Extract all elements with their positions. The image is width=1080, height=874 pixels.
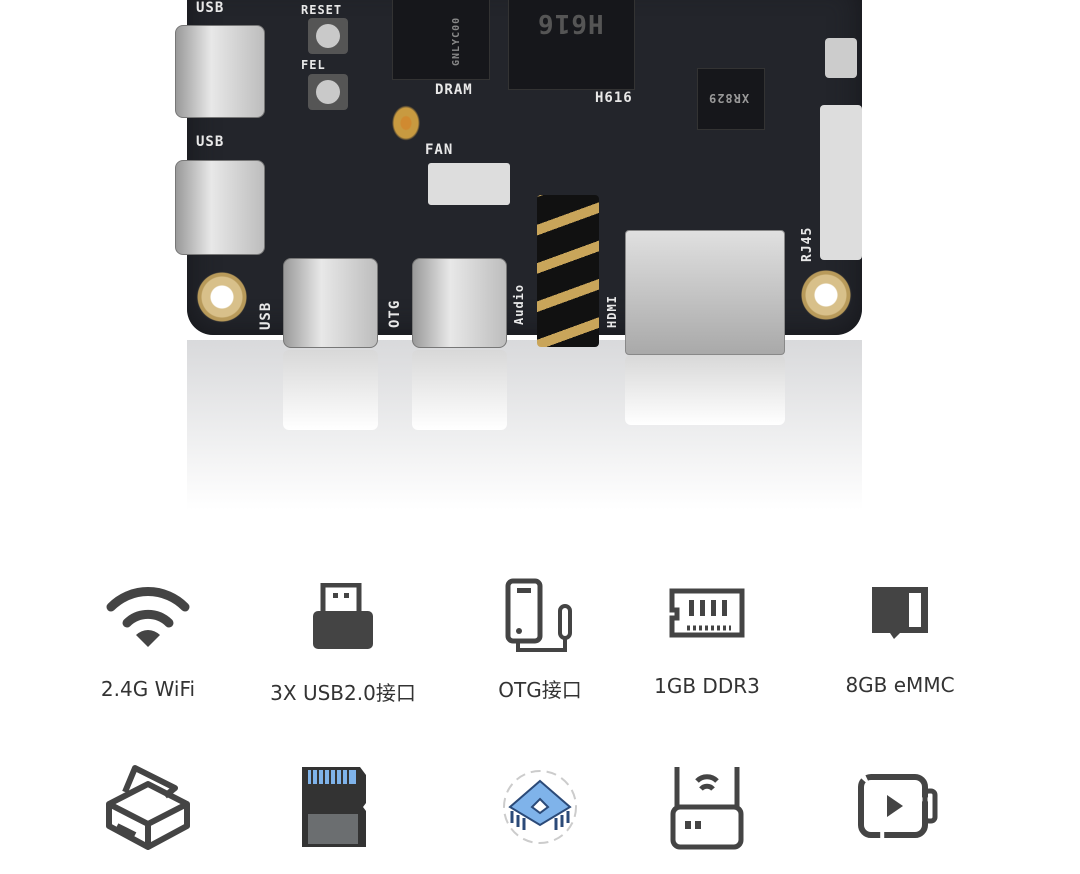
- hdmi-port: [625, 230, 785, 355]
- emmc-card-icon: [872, 587, 928, 639]
- label-h616: H616: [595, 90, 633, 106]
- feature-label: 1GB DDR3: [654, 674, 760, 698]
- label-audio: Audio: [512, 283, 526, 325]
- feature-usb: 3X USB2.0接口: [253, 583, 433, 706]
- feature-otg: OTG接口: [450, 578, 630, 703]
- feature-label: 3X USB2.0接口: [270, 681, 416, 705]
- otg-phone-icon: [505, 578, 572, 652]
- otg-port: [412, 258, 507, 348]
- feature-router: [617, 763, 797, 851]
- feature-label: OTG接口: [498, 678, 582, 702]
- antenna-connector: [825, 38, 857, 78]
- brass-standoff: [390, 103, 422, 143]
- label-reset: RESET: [301, 3, 343, 17]
- soc-marking: H616: [537, 8, 604, 38]
- label-dram: DRAM: [435, 82, 473, 98]
- feature-ram: 1GB DDR3: [617, 588, 797, 698]
- wifi-chip-marking: XR829: [708, 91, 750, 105]
- fan-connector: [428, 163, 510, 205]
- feature-box: [58, 762, 238, 850]
- feature-label: 2.4G WiFi: [100, 677, 196, 701]
- feature-label: 8GB eMMC: [845, 673, 955, 697]
- dram-chip: GNLYC00: [392, 0, 490, 80]
- usb-icon: [313, 583, 373, 649]
- usb-reflection: [283, 350, 378, 430]
- fel-button: [308, 74, 348, 110]
- label-fel: FEL: [301, 58, 326, 72]
- feature-emmc: 8GB eMMC: [810, 585, 990, 697]
- usb-c-port-1: [175, 25, 265, 118]
- feature-video: [810, 773, 990, 839]
- box-icon: [106, 765, 190, 850]
- label-usb-3: USB: [258, 301, 274, 330]
- usb-c-port-3: [283, 258, 378, 348]
- feature-chip: [450, 767, 630, 847]
- label-rj45: RJ45: [800, 226, 815, 262]
- mount-hole-left: [196, 271, 248, 323]
- label-hdmi: HDMI: [605, 295, 619, 328]
- label-otg: OTG: [387, 299, 403, 328]
- label-usb-1: USB: [196, 0, 225, 16]
- label-usb-2: USB: [196, 134, 225, 150]
- ram-icon: [669, 588, 745, 638]
- wifi-icon: [106, 587, 190, 647]
- video-icon: [858, 774, 938, 838]
- otg-reflection: [412, 350, 507, 430]
- hdmi-reflection: [625, 355, 785, 425]
- label-fan: FAN: [425, 142, 454, 158]
- rj45-connector: [820, 105, 862, 260]
- feature-sd: [245, 765, 425, 849]
- dram-marking: GNLYC00: [451, 16, 462, 66]
- soc-chip: H616: [508, 0, 635, 90]
- wifi-chip: XR829: [697, 68, 765, 130]
- usb-c-port-2: [175, 160, 265, 255]
- audio-jack: [537, 195, 599, 347]
- mount-hole-right: [800, 269, 852, 321]
- reset-button: [308, 18, 348, 54]
- chip-icon: [503, 770, 577, 844]
- feature-wifi: 2.4G WiFi: [58, 583, 238, 701]
- sd-card-icon: [302, 767, 366, 847]
- router-icon: [670, 767, 744, 850]
